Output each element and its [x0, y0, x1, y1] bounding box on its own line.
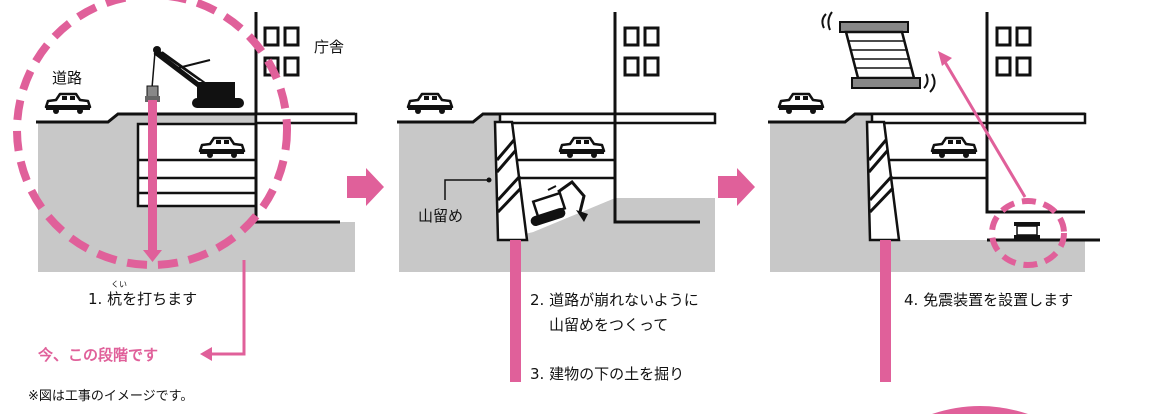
isolator-closeup-icon — [821, 11, 936, 93]
vibration-icon — [923, 73, 936, 93]
arrow-right-icon — [718, 168, 755, 206]
excavator-icon — [530, 179, 588, 227]
step-4-label: 4. 免震装置を設置します — [904, 291, 1073, 309]
panel-1: 道路 庁舎 くい 1. 杭を打ちます 今、この段階です — [13, 0, 358, 364]
furigana-kui: くい — [111, 280, 127, 289]
step-1-label: 1. 杭を打ちます — [88, 290, 197, 308]
step-2-line-1: 2. 道路が崩れないように — [530, 291, 699, 309]
retaining-leader — [444, 179, 488, 200]
step-2-line-2: 山留めをつくって — [549, 316, 668, 334]
isolator-focus-circle — [989, 198, 1067, 268]
panel-2: 山留め 2. 道路が崩れないように 山留めをつくって 3. 建物の下の土を掘り — [397, 12, 717, 383]
decorative-blob — [932, 406, 1028, 414]
step-3-label: 3. 建物の下の土を掘り — [530, 365, 684, 383]
current-stage-connector — [206, 260, 246, 356]
isolator-icon — [1014, 222, 1040, 239]
pile-2 — [510, 240, 521, 382]
ground-3 — [770, 114, 1085, 272]
footnote: ※図は工事のイメージです。 — [28, 389, 193, 404]
current-stage-arrowhead — [200, 347, 212, 361]
crane-icon — [151, 46, 244, 108]
car-icon — [406, 92, 454, 116]
pile-3 — [880, 240, 891, 382]
car-icon — [44, 92, 92, 116]
label-office: 庁舎 — [314, 38, 344, 56]
ground-2 — [399, 114, 715, 272]
panel-3: 4. 免震装置を設置します — [768, 11, 1100, 382]
vibration-icon — [821, 11, 833, 31]
building-2 — [613, 12, 700, 224]
current-stage-text: 今、この段階です — [37, 346, 158, 364]
arrow-right-icon — [347, 168, 384, 206]
label-earth-retaining: 山留め — [418, 207, 463, 225]
focus-circle — [13, 0, 291, 269]
car-icon — [777, 92, 825, 116]
label-road: 道路 — [52, 69, 82, 87]
isolator-pointer — [943, 61, 1027, 198]
